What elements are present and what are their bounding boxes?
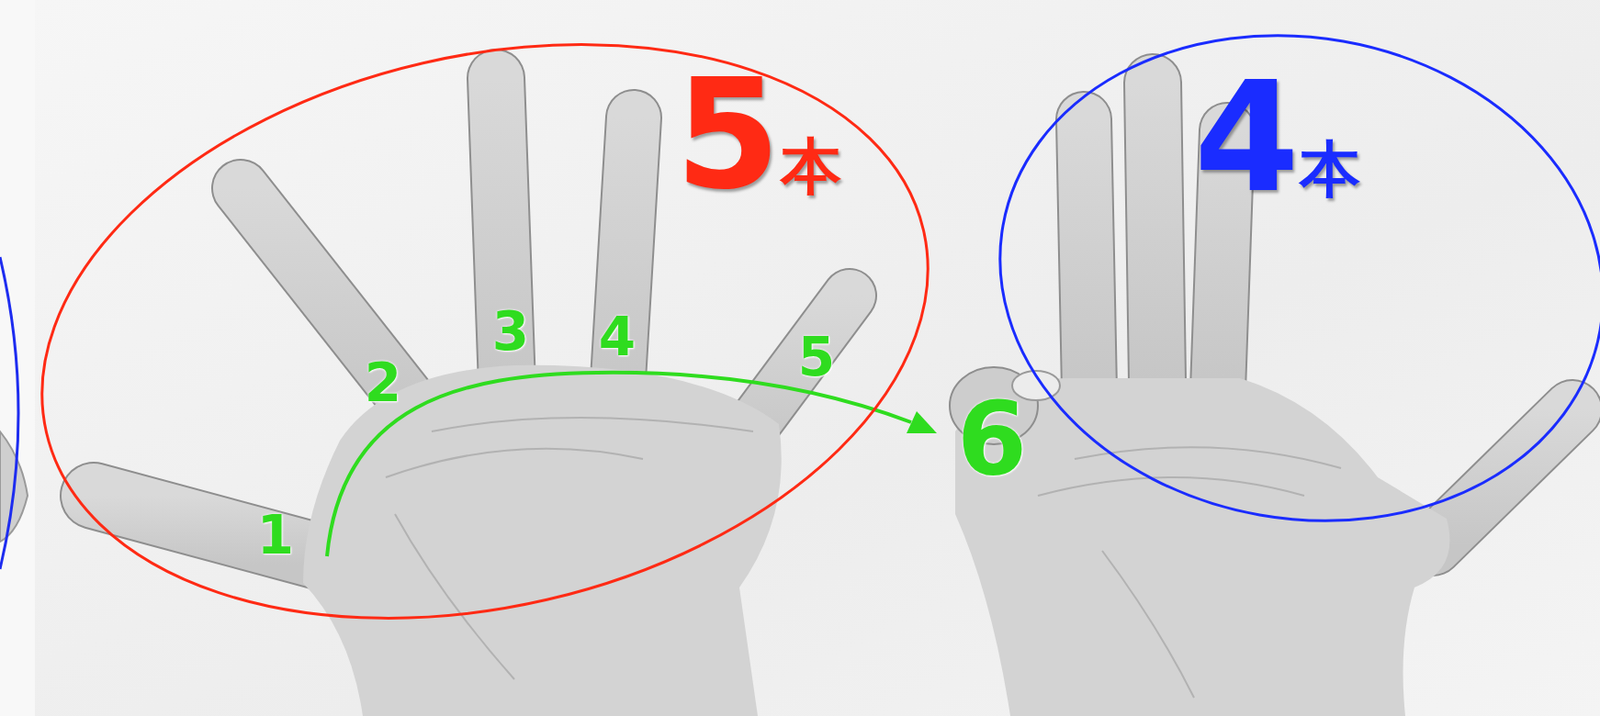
count-arrow-head — [906, 411, 937, 434]
ellipse-outline — [0, 0, 986, 702]
count-label: 5本 — [675, 59, 842, 212]
ellipse-outline — [961, 0, 1600, 568]
photo-ground — [34, 0, 1600, 716]
photo-ground — [0, 0, 35, 716]
callout-number: 2 — [364, 356, 402, 410]
palm-lines — [1037, 447, 1341, 699]
callout-number: 3 — [492, 304, 530, 359]
palm-lines — [385, 417, 754, 680]
callout-number: 6 — [957, 388, 1028, 490]
count-ellipse: 4本 — [998, 37, 1600, 519]
count-label: 4本 — [1194, 62, 1361, 215]
ellipse-edge — [0, 257, 19, 570]
callout-number: 5 — [798, 330, 835, 384]
callout-number: 1 — [257, 508, 294, 563]
callout-number: 4 — [598, 310, 636, 364]
